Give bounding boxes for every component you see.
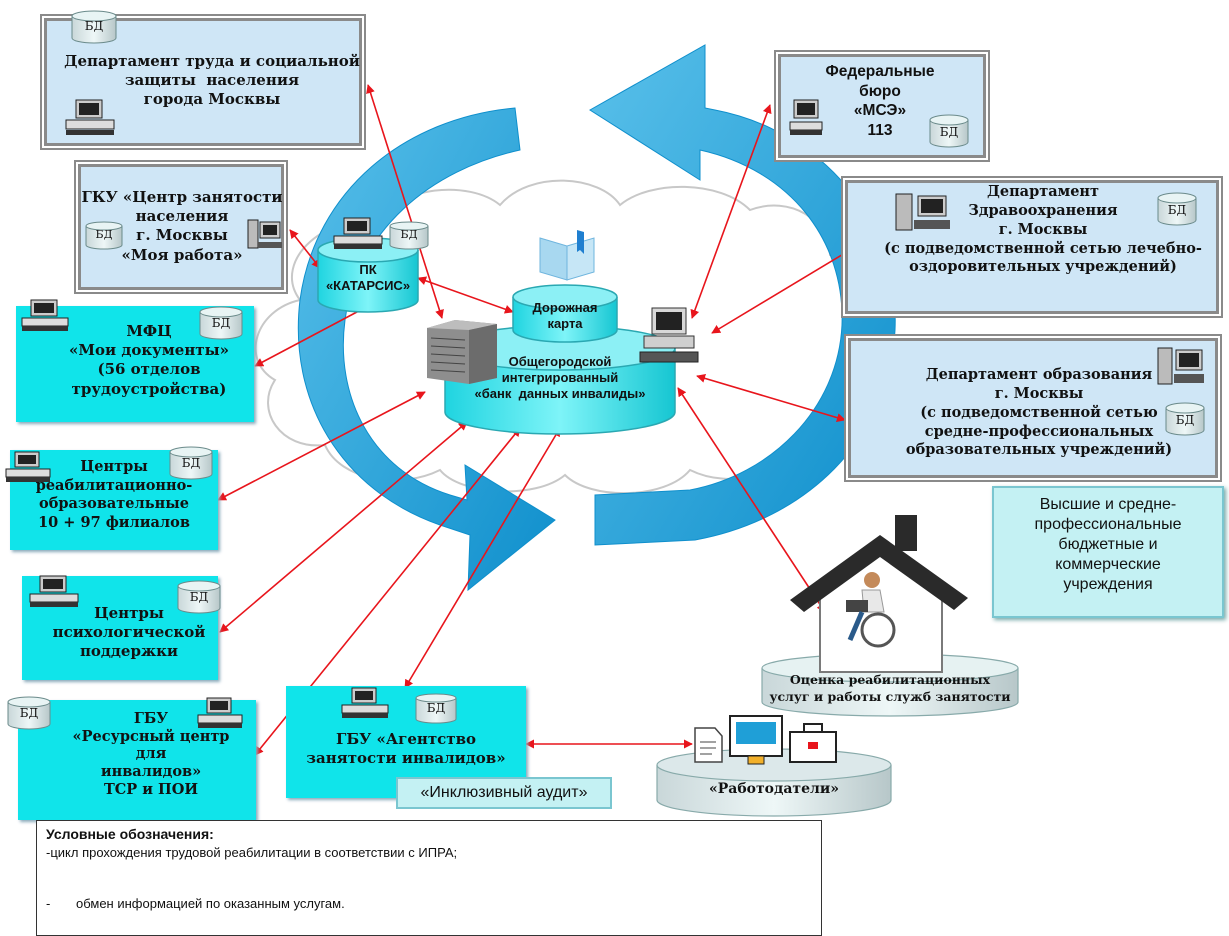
node-higher-edu-label: Высшие и средне- профессиональные бюджет… [1034,496,1182,593]
bank-cylinder [444,325,676,435]
node-bank-label: Общегородской интегрированный «банк данн… [474,354,646,401]
database-label: БД [400,228,418,241]
computer-icon [28,574,80,610]
roadmap-cylinder [512,284,618,343]
computer-icon [340,686,390,720]
database-icon: БД [1164,402,1206,436]
database-icon: БД [414,692,458,724]
database-icon: БД [176,580,222,614]
node-assessment-label: Оценка реабилитационных услуг и работы с… [769,672,1011,704]
book-icon [539,230,595,281]
database-icon: БД [70,10,118,44]
database-label: БД [189,590,209,604]
database-label: БД [95,228,113,241]
node-inclusive-audit-label: «Инклюзивный аудит» [420,784,588,801]
database-icon: БД [1156,192,1198,226]
database-label: БД [939,125,959,139]
arrow-mfc-katarsis [254,303,373,367]
database-label: БД [1167,203,1187,217]
person-wheelchair-icon [846,572,896,648]
node-federal-bureau-label: Федеральные бюро «МСЭ» 113 [825,63,935,140]
briefcase-icon [789,723,837,763]
database-label: БД [181,456,201,470]
arrow-katarsis-roadmap [417,276,514,314]
computer-icon [244,218,284,252]
legend-item-exchange-dash: - [46,896,51,911]
node-dept-health-label: Департамент Здравоохранения г. Москвы (с… [884,183,1202,276]
node-dept-labor-label: Департамент труда и социальной защиты на… [64,52,360,109]
node-roadmap-label: Дорожная карта [532,300,598,332]
database-label: БД [19,706,39,720]
arrow-bank-assessment [677,387,826,613]
node-gbu-resource-label: ГБУ «Ресурсный центр для инвалидов» ТСР … [72,710,230,798]
node-rehab-centers-label: Центры реабилитационно- образовательные … [35,458,193,531]
computer-icon [64,98,116,136]
node-mfc-label: МФЦ «Мои документы» (56 отделов трудоуст… [68,322,230,398]
computer-icon [894,192,952,232]
document-icon [694,727,723,763]
computer-icon [196,696,244,730]
computer-icon [638,306,700,370]
arrow-federal-bank [690,104,772,319]
legend-item-exchange: обмен информацией по оказанным услугам. [76,896,345,911]
database-icon: БД [84,220,124,250]
database-label: БД [1175,413,1195,427]
database-icon: БД [168,446,214,480]
node-inclusive-audit [396,777,612,809]
database-icon: БД [388,220,430,250]
computer-icon [4,450,52,484]
node-employers-label: «Работодатели» [708,781,840,797]
computer-icon [1156,346,1206,386]
exchange-arrows [217,84,876,756]
node-gku-label: ГКУ «Центр занятости населения г. Москвы… [81,188,283,264]
database-label: БД [426,701,446,715]
computer-icon [20,298,70,334]
monitor-icon [729,715,783,765]
node-dept-education-label: Департамент образования г. Москвы (с под… [905,366,1173,459]
node-pk-katarsis-label: ПК «КАТАРСИС» [325,262,411,294]
node-gbu-agency-label: ГБУ «Агентство занятости инвалидов» [306,730,506,768]
arrow-gku-katarsis [289,229,321,269]
node-psych-centers-label: Центры психологической поддержки [52,604,206,661]
arrow-agency-bank [404,427,561,689]
computer-icon [332,216,384,250]
legend [36,820,822,936]
legend-item-cycle: -цикл прохождения трудовой реабилитации … [46,845,458,860]
database-label: БД [211,316,231,330]
node-dept-education [846,336,1220,480]
database-label: БД [84,19,104,33]
legend-title: Условные обозначения: [46,826,214,842]
computer-icon [786,98,826,138]
database-icon: БД [6,696,52,730]
server-icon [425,318,499,384]
database-icon: БД [198,306,244,340]
database-icon: БД [928,114,970,148]
node-higher-edu [992,486,1224,618]
